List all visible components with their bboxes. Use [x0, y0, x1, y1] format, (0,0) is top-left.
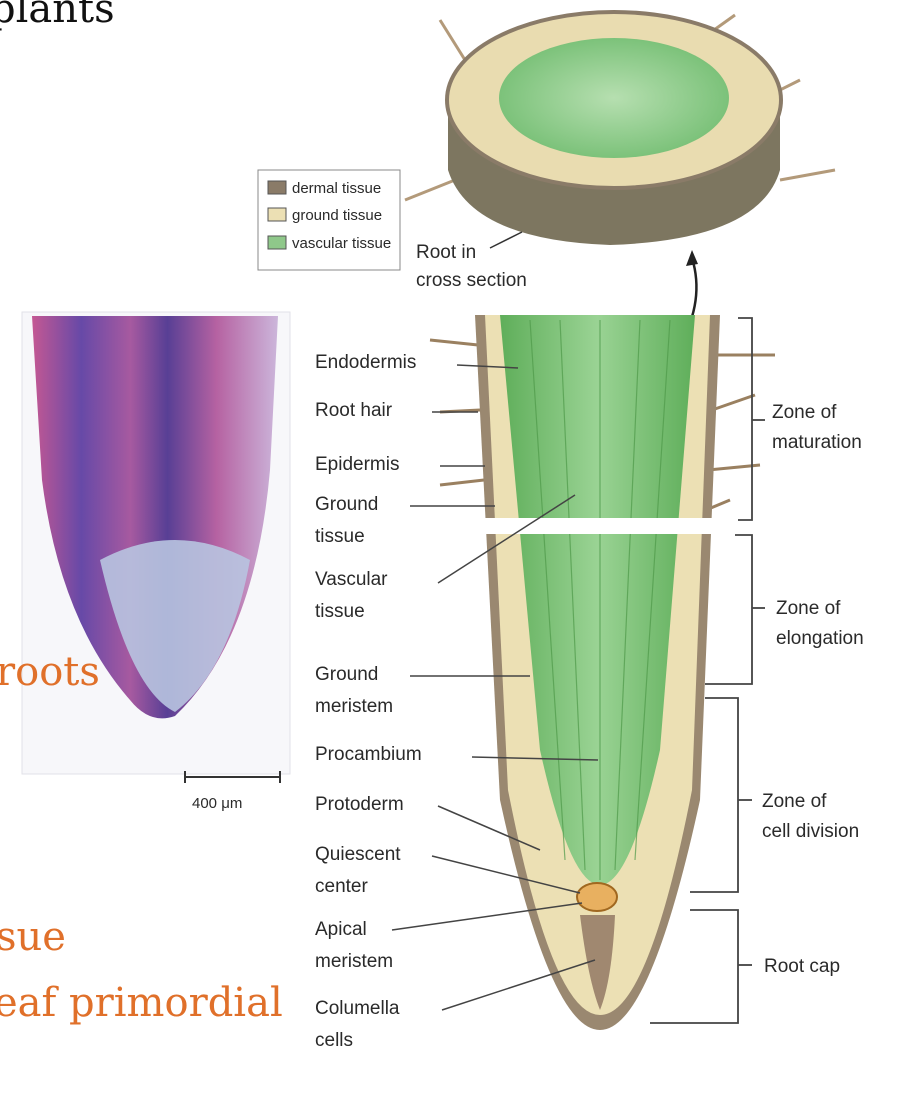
legend: dermal tissue ground tissue vascular tis… — [258, 170, 400, 270]
label-procambium: Procambium — [315, 744, 422, 765]
label-quiescent-center-1: Quiescent — [315, 844, 401, 865]
overlay-sue: sue — [0, 914, 66, 960]
zone-maturation-1: Zone of — [772, 402, 837, 423]
overlay-leaf-primordial: eaf primordial — [0, 980, 283, 1026]
label-endodermis: Endodermis — [315, 352, 416, 373]
label-quiescent-center-2: center — [315, 876, 368, 897]
micrograph-panel: 400 μm — [22, 312, 290, 812]
label-vascular-tissue-2: tissue — [315, 601, 365, 622]
label-epidermis: Epidermis — [315, 454, 399, 475]
zone-elongation-2: elongation — [776, 628, 864, 649]
legend-ground: ground tissue — [292, 207, 382, 224]
zone-cell-division-1: Zone of — [762, 791, 827, 812]
legend-dermal: dermal tissue — [292, 180, 381, 197]
cross-section-label-1: Root in — [416, 242, 476, 263]
zone-labels: Zone of maturation Zone of elongation Zo… — [762, 402, 864, 977]
label-ground-tissue-2: tissue — [315, 526, 365, 547]
legend-vascular: vascular tissue — [292, 235, 391, 252]
overlay-roots: roots — [0, 649, 100, 695]
label-columella-cells-1: Columella — [315, 998, 400, 1019]
label-ground-meristem-2: meristem — [315, 696, 393, 717]
label-ground-tissue-1: Ground — [315, 494, 378, 515]
root-longitudinal — [430, 315, 775, 1030]
zone-maturation-2: maturation — [772, 432, 862, 453]
label-apical-meristem-1: Apical — [315, 919, 367, 940]
cross-section-disc: Root in cross section — [405, 12, 835, 291]
cross-section-label-2: cross section — [416, 270, 527, 291]
label-ground-meristem-1: Ground — [315, 664, 378, 685]
zone-root-cap: Root cap — [764, 956, 840, 977]
scale-bar-label: 400 μm — [192, 795, 242, 812]
label-vascular-tissue-1: Vascular — [315, 569, 388, 590]
label-protoderm: Protoderm — [315, 794, 404, 815]
label-apical-meristem-2: meristem — [315, 951, 393, 972]
title-fragment: plants — [0, 0, 115, 32]
label-root-hair: Root hair — [315, 400, 393, 421]
label-columella-cells-2: cells — [315, 1030, 353, 1051]
zone-elongation-1: Zone of — [776, 598, 841, 619]
zone-cell-division-2: cell division — [762, 821, 859, 842]
